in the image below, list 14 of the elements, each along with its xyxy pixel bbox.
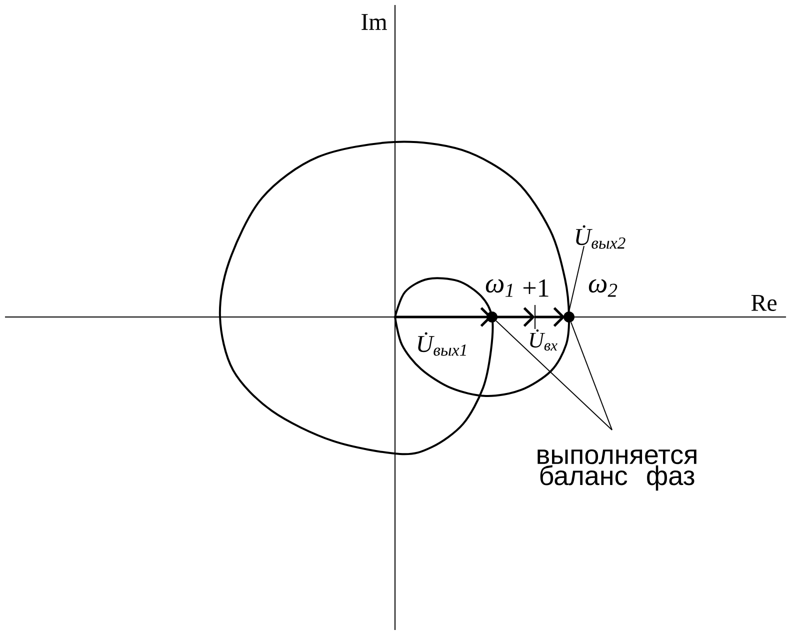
axis-label: Re <box>751 295 777 311</box>
point-dot <box>564 311 574 322</box>
phasor-label: U̇$_{вых2}$ <box>576 225 626 249</box>
phasor-label: U̇$_{вых1}$ <box>418 332 466 356</box>
point-dot <box>486 311 498 322</box>
leader-line <box>496 320 612 430</box>
caption-text: выполняется баланс фаз <box>538 449 696 491</box>
leader-line <box>570 322 612 430</box>
frequency-label: ω$_{1}$ <box>486 279 512 297</box>
leader-line <box>568 245 584 312</box>
point-label: +1 <box>521 278 551 298</box>
frequency-label: ω$_{2}$ <box>588 279 618 297</box>
phasor-label: U̇$_{вх}$ <box>530 329 558 351</box>
axis-label: Im <box>362 14 387 30</box>
